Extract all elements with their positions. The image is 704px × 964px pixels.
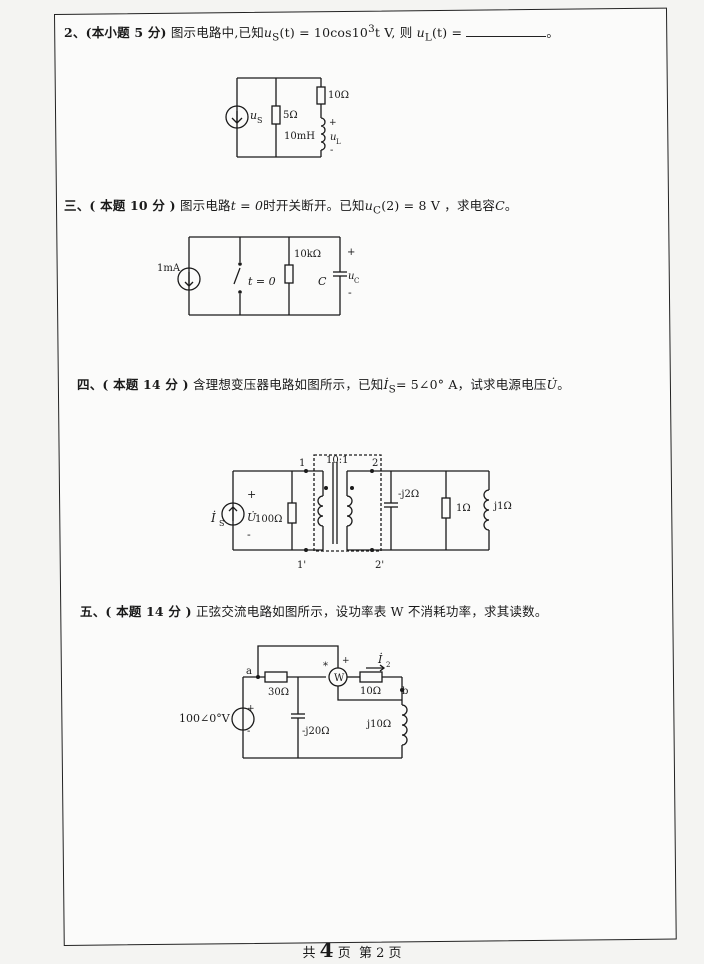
svg-text:S: S (257, 116, 262, 125)
page-footer: 共 4 页 第 2 页 (302, 938, 402, 962)
svg-text:j10Ω: j10Ω (366, 719, 391, 730)
svg-text:2: 2 (372, 458, 378, 469)
answer-blank (466, 25, 547, 37)
svg-text:-j20Ω: -j20Ω (302, 726, 330, 737)
svg-text:-j2Ω: -j2Ω (398, 489, 419, 500)
svg-text:-: - (247, 726, 250, 737)
svg-text:30Ω: 30Ω (268, 687, 289, 698)
svg-text:-: - (330, 145, 333, 156)
svg-text:1: 1 (299, 458, 305, 469)
svg-text:U̇: U̇ (247, 511, 257, 524)
svg-text:İ: İ (377, 652, 383, 666)
svg-text:1': 1' (297, 560, 306, 571)
svg-text:100Ω: 100Ω (255, 514, 282, 525)
svg-text:a: a (246, 666, 252, 677)
svg-text:u: u (330, 132, 336, 143)
question-5: 五、( 本题 14 分 ) 正弦交流电路如图所示，设功率表 W 不消耗功率，求其… (80, 604, 548, 619)
svg-text:10kΩ: 10kΩ (294, 249, 321, 260)
svg-text:İ: İ (210, 510, 216, 525)
svg-text:2': 2' (375, 560, 384, 571)
svg-text:1mA: 1mA (157, 263, 181, 274)
svg-text:-: - (348, 286, 352, 299)
svg-text:-: - (247, 528, 251, 541)
svg-text:j1Ω: j1Ω (493, 501, 512, 512)
svg-text:+: + (342, 656, 350, 666)
svg-text:1Ω: 1Ω (456, 503, 471, 514)
svg-text:10Ω: 10Ω (328, 90, 349, 101)
svg-text:u: u (250, 109, 257, 122)
svg-text:10:1: 10:1 (326, 455, 348, 466)
svg-text:10Ω: 10Ω (360, 686, 381, 697)
svg-text:+: + (329, 118, 337, 128)
svg-text:C: C (318, 275, 327, 288)
svg-text:C: C (354, 277, 359, 285)
svg-text:5Ω: 5Ω (283, 110, 298, 121)
svg-text:+: + (247, 704, 255, 714)
svg-text:u: u (348, 271, 354, 282)
svg-text:S: S (219, 519, 224, 528)
svg-text:+: + (247, 488, 256, 501)
svg-text:*: * (323, 661, 328, 672)
total-pages: 4 (319, 938, 334, 962)
svg-text:W: W (334, 673, 345, 684)
svg-text:t = 0: t = 0 (248, 275, 276, 288)
svg-text:2: 2 (386, 661, 390, 669)
question-4: 四、( 本题 14 分 ) 含理想变压器电路如图所示，已知İS= 5∠0° A，… (77, 377, 570, 396)
svg-text:10mH: 10mH (284, 131, 315, 142)
question-3: 三、( 本题 10 分 ) 图示电路t = 0时开关断开。已知uC(2) = 8… (64, 198, 518, 217)
svg-text:100∠0°V: 100∠0°V (179, 712, 231, 725)
question-2: 2、(本小题 5 分) 图示电路中,已知uS(t) = 10cos103t V,… (64, 22, 560, 44)
svg-text:b: b (402, 686, 408, 697)
svg-text:+: + (347, 247, 355, 258)
svg-text:L: L (336, 138, 341, 146)
